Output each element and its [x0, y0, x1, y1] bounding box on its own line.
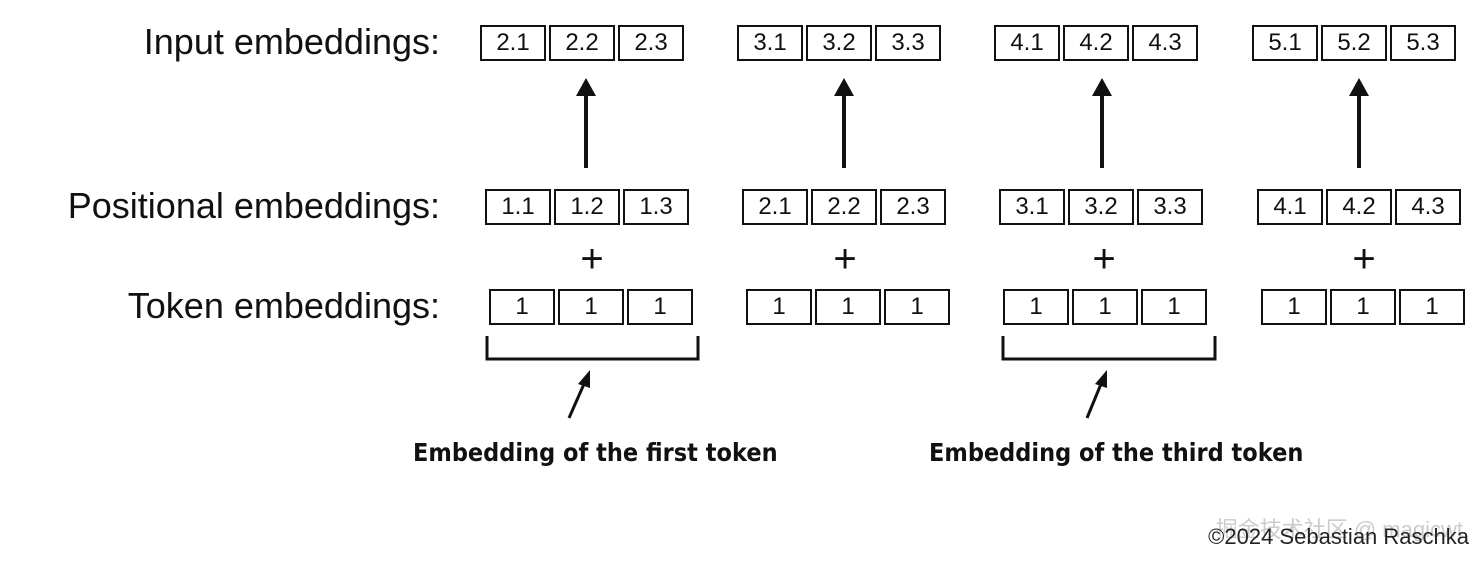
plus-sign: + — [1092, 237, 1116, 281]
positional-embedding-cell: 1.2 — [554, 189, 620, 225]
input-embedding-cell: 5.2 — [1321, 25, 1387, 61]
token-embedding-vector-2: 1 1 1 — [746, 289, 950, 325]
plus-sign: + — [580, 237, 604, 281]
caption-third-token: Embedding of the third token — [929, 438, 1304, 467]
positional-embedding-cell: 2.1 — [742, 189, 808, 225]
positional-embedding-cell: 3.2 — [1068, 189, 1134, 225]
positional-embedding-vector-3: 3.1 3.2 3.3 — [999, 189, 1203, 225]
up-arrow — [1092, 78, 1112, 168]
token-embedding-cell: 1 — [1141, 289, 1207, 325]
bracket-third-token — [1001, 336, 1217, 361]
input-embedding-cell: 2.1 — [480, 25, 546, 61]
token-embedding-cell: 1 — [815, 289, 881, 325]
plus-sign: + — [833, 237, 857, 281]
plus-sign: + — [1352, 237, 1376, 281]
input-embedding-cell: 4.3 — [1132, 25, 1198, 61]
positional-embedding-cell: 3.1 — [999, 189, 1065, 225]
pointer-arrow-first — [567, 370, 590, 419]
copyright-notice: ©2024 Sebastian Raschka — [1208, 524, 1469, 549]
positional-embedding-cell: 1.1 — [485, 189, 551, 225]
up-arrow — [1349, 78, 1369, 168]
input-embedding-vector-1: 2.1 2.2 2.3 — [480, 25, 684, 61]
caption-first-token: Embedding of the first token — [413, 438, 778, 467]
input-embedding-cell: 3.1 — [737, 25, 803, 61]
label-input-embeddings: Input embeddings: — [143, 21, 440, 62]
bracket-first-token — [485, 336, 700, 361]
input-embedding-vector-2: 3.1 3.2 3.3 — [737, 25, 941, 61]
token-embedding-cell: 1 — [746, 289, 812, 325]
positional-embedding-cell: 3.3 — [1137, 189, 1203, 225]
pointer-arrow-third — [1085, 370, 1107, 419]
input-embedding-vector-4: 5.1 5.2 5.3 — [1252, 25, 1456, 61]
positional-embedding-cell: 2.2 — [811, 189, 877, 225]
token-embedding-cell: 1 — [489, 289, 555, 325]
input-embedding-cell: 5.1 — [1252, 25, 1318, 61]
positional-embedding-cell: 4.3 — [1395, 189, 1461, 225]
input-embedding-cell: 2.2 — [549, 25, 615, 61]
input-embedding-cell: 4.2 — [1063, 25, 1129, 61]
token-embedding-vector-4: 1 1 1 — [1261, 289, 1465, 325]
input-embedding-cell: 5.3 — [1390, 25, 1456, 61]
positional-embedding-vector-2: 2.1 2.2 2.3 — [742, 189, 946, 225]
watermark: 掘金技术社区 @ magicwt — [1215, 517, 1463, 542]
positional-embedding-cell: 4.1 — [1257, 189, 1323, 225]
input-embedding-cell: 4.1 — [994, 25, 1060, 61]
token-embedding-cell: 1 — [1003, 289, 1069, 325]
input-embedding-cell: 3.3 — [875, 25, 941, 61]
positional-embedding-cell: 1.3 — [623, 189, 689, 225]
positional-embedding-vector-4: 4.1 4.2 4.3 — [1257, 189, 1461, 225]
token-embedding-cell: 1 — [627, 289, 693, 325]
positional-embedding-vector-1: 1.1 1.2 1.3 — [485, 189, 689, 225]
up-arrow — [834, 78, 854, 168]
token-embedding-cell: 1 — [558, 289, 624, 325]
token-embedding-cell: 1 — [884, 289, 950, 325]
token-embedding-vector-3: 1 1 1 — [1003, 289, 1207, 325]
up-arrow — [576, 78, 596, 168]
token-embedding-cell: 1 — [1330, 289, 1396, 325]
label-positional-embeddings: Positional embeddings: — [67, 185, 440, 226]
positional-embedding-cell: 4.2 — [1326, 189, 1392, 225]
input-embedding-cell: 2.3 — [618, 25, 684, 61]
token-embedding-vector-1: 1 1 1 — [489, 289, 693, 325]
label-token-embeddings: Token embeddings: — [127, 285, 440, 326]
input-embedding-cell: 3.2 — [806, 25, 872, 61]
token-embedding-cell: 1 — [1399, 289, 1465, 325]
input-embedding-vector-3: 4.1 4.2 4.3 — [994, 25, 1198, 61]
token-embedding-cell: 1 — [1261, 289, 1327, 325]
positional-embedding-cell: 2.3 — [880, 189, 946, 225]
token-embedding-cell: 1 — [1072, 289, 1138, 325]
